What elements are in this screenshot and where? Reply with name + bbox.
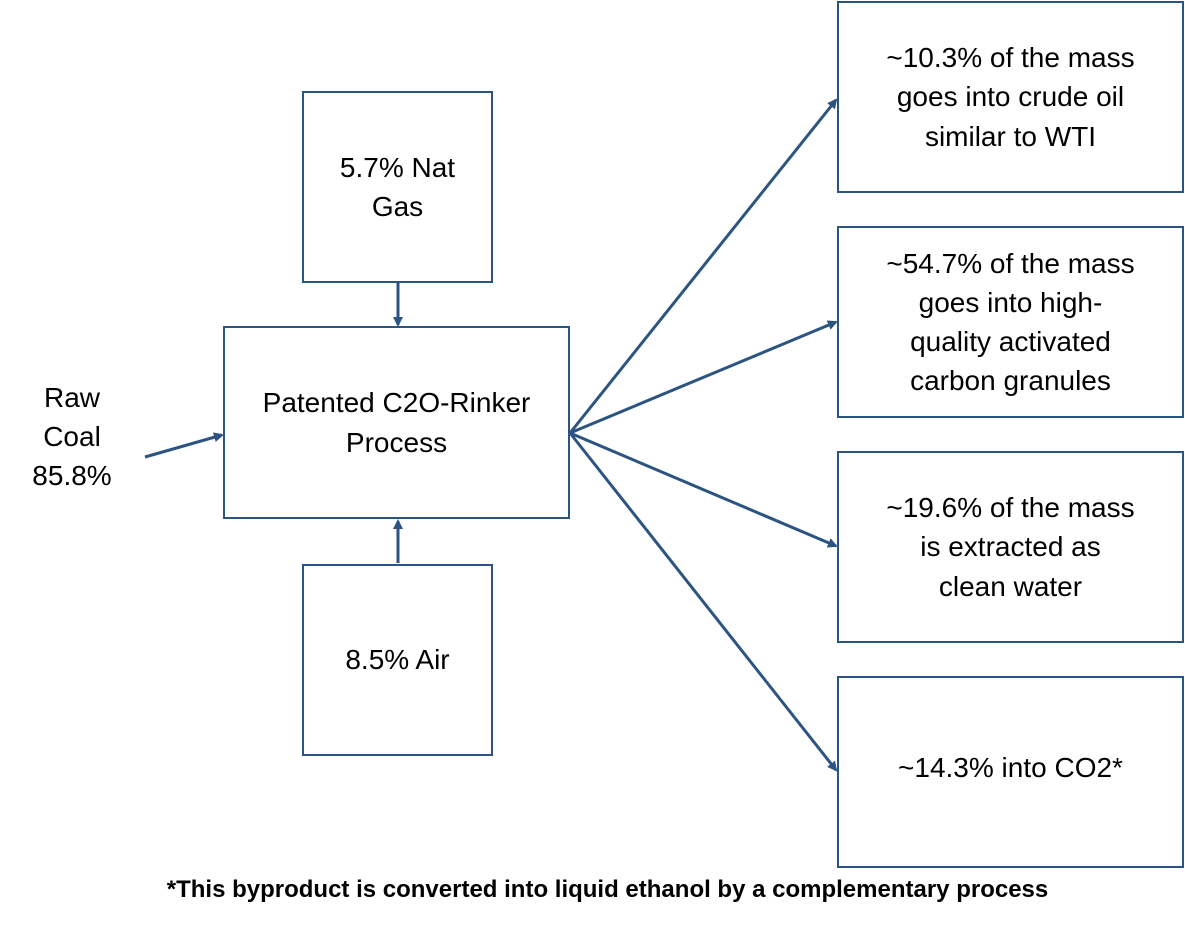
output-box-crude-oil: ~10.3% of the mass goes into crude oil s… [837, 1, 1184, 193]
process-label: Patented C2O-Rinker Process [262, 387, 531, 458]
arrow-process-to-crude-oil [568, 98, 838, 434]
output-label-crude-oil: ~10.3% of the mass goes into crude oil s… [886, 42, 1135, 152]
arrow-process-to-clean-water [569, 431, 838, 548]
output-label-clean-water: ~19.6% of the mass is extracted as clean… [886, 492, 1135, 602]
nat-gas-label: 5.7% Nat Gas [339, 151, 456, 222]
output-box-co2: ~14.3% into CO2* [837, 676, 1184, 868]
output-label-co2: ~14.3% into CO2* [898, 752, 1123, 783]
arrow-process-to-co2 [568, 432, 838, 772]
footnote: *This byproduct is converted into liquid… [166, 876, 1049, 903]
raw-coal-label: Raw Coal 85.8% [32, 382, 112, 492]
process-box: Patented C2O-Rinker Process [223, 326, 570, 519]
output-box-clean-water: ~19.6% of the mass is extracted as clean… [837, 451, 1184, 643]
output-box-activated-carbon: ~54.7% of the mass goes into high- quali… [837, 226, 1184, 418]
output-label-activated-carbon: ~54.7% of the mass goes into high- quali… [886, 247, 1135, 397]
arrow-raw-coal-to-process [144, 432, 224, 459]
nat-gas-box: 5.7% Nat Gas [302, 91, 493, 283]
arrow-process-to-activated-carbon [569, 320, 838, 435]
air-box: 8.5% Air [302, 564, 493, 756]
air-label: 8.5% Air [345, 644, 450, 676]
